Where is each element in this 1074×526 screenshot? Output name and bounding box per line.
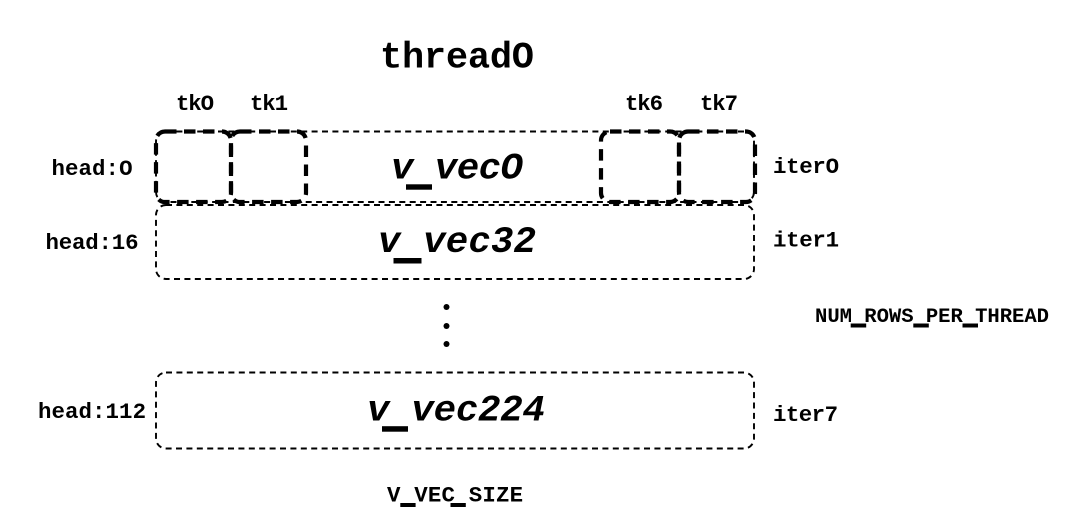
svg-text:tk7: tk7 (700, 91, 738, 117)
svg-text:iter7: iter7 (773, 402, 838, 428)
svg-text:tk1: tk1 (250, 91, 288, 117)
svg-text:head:112: head:112 (38, 399, 146, 425)
svg-text:tkO: tkO (176, 91, 214, 117)
svg-text:tk6: tk6 (625, 91, 663, 117)
svg-text:iter1: iter1 (773, 228, 839, 254)
svg-text:v vecO: v vecO (391, 149, 523, 191)
svg-text:threadO: threadO (380, 38, 534, 80)
svg-text:NUM ROWS PER THREAD: NUM ROWS PER THREAD (815, 306, 1049, 329)
svg-text:head:O: head:O (52, 156, 133, 182)
svg-text:iterO: iterO (773, 154, 839, 180)
svg-text:head:16: head:16 (46, 230, 139, 256)
svg-text:v vec224: v vec224 (367, 391, 545, 433)
svg-text:v vec32: v vec32 (378, 222, 536, 264)
